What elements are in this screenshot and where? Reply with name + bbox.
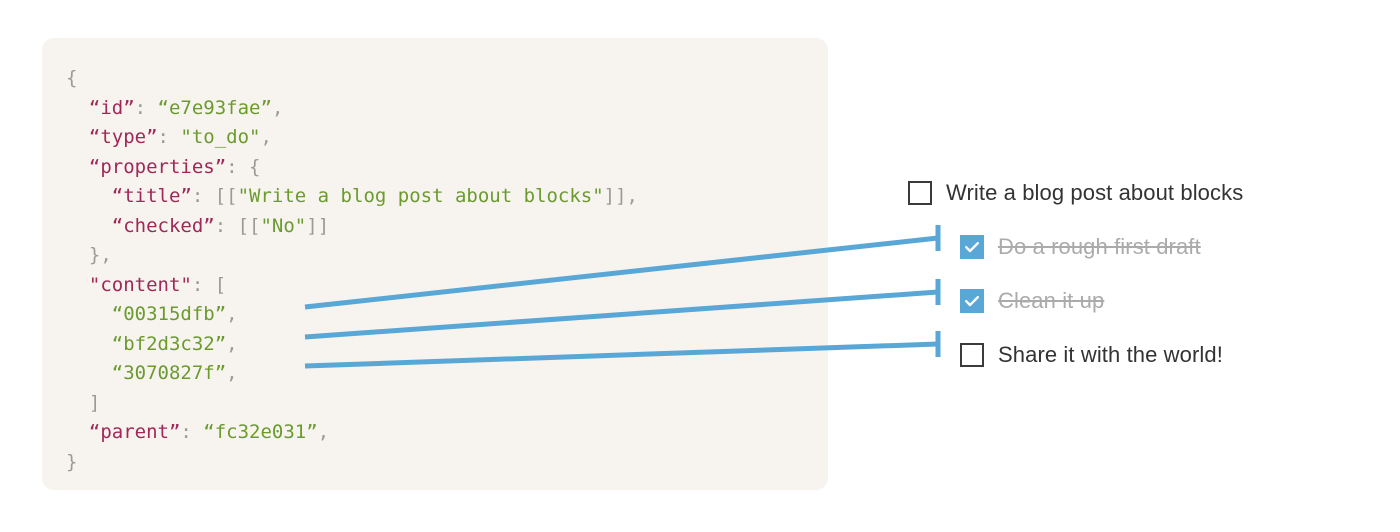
code-token-p: , [271, 96, 284, 119]
code-token-p: , [317, 421, 330, 443]
code-line: “checked”: [["No"]] [66, 212, 638, 242]
todo-item-label: Do a rough first draft [998, 234, 1201, 259]
code-token-p: } [66, 450, 78, 473]
code-line: “bf2d3c32”, [66, 330, 638, 360]
code-line: “id”: “e7e93fae”, [66, 94, 638, 124]
code-line: “title”: [["Write a blog post about bloc… [66, 182, 638, 212]
code-line: “properties”: { [66, 153, 638, 183]
code-token-s: "to_do" [180, 126, 261, 148]
json-code-block: { “id”: “e7e93fae”, “type”: "to_do", “pr… [66, 64, 638, 477]
json-code-panel: { “id”: “e7e93fae”, “type”: "to_do", “pr… [42, 38, 828, 490]
code-token-k: “parent” [88, 421, 181, 443]
code-token-p: { [66, 67, 78, 89]
todo-item-label: Share it with the world! [998, 342, 1223, 367]
code-token-p: : [180, 421, 204, 443]
code-token-p: , [226, 303, 238, 325]
checkbox-unchecked[interactable] [908, 181, 932, 205]
checkmark-icon [965, 296, 979, 307]
code-token-s: “bf2d3c32” [111, 332, 227, 355]
code-line: } [66, 448, 638, 478]
code-token-p: }, [88, 244, 112, 266]
code-token-p: : [ [191, 273, 227, 296]
checkbox-checked[interactable] [960, 235, 984, 259]
todo-item-label: Write a blog post about blocks [946, 180, 1244, 205]
code-token-p: ] [88, 391, 101, 414]
code-line: “parent”: “fc32e031”, [66, 418, 638, 448]
code-token-s: “00315dfb” [111, 303, 227, 325]
code-token-p: , [226, 362, 238, 384]
code-line: }, [66, 241, 638, 271]
code-token-s: “3070827f” [111, 362, 227, 384]
code-token-s: “e7e93fae” [157, 96, 272, 119]
code-line: “type”: "to_do", [66, 123, 638, 153]
code-token-k: “id” [88, 96, 135, 119]
code-line: “3070827f”, [66, 359, 638, 389]
code-token-k: “checked” [111, 214, 215, 237]
checkmark-icon [965, 242, 979, 253]
todo-checklist: Write a blog post about blocks Do a rough… [908, 166, 1328, 382]
code-token-k: “properties” [88, 155, 227, 178]
code-token-p: : [[ [214, 214, 261, 237]
code-token-p: , [260, 126, 272, 148]
code-token-s: "No" [260, 214, 307, 237]
todo-item[interactable]: Clean it up [908, 274, 1328, 328]
code-token-k: "content" [88, 273, 192, 296]
code-token-p: : [[ [191, 185, 238, 207]
todo-item[interactable]: Write a blog post about blocks [908, 166, 1328, 220]
code-token-k: “type” [88, 126, 158, 148]
checkbox-unchecked[interactable] [960, 343, 984, 367]
code-token-p: , [226, 332, 238, 355]
code-line: "content": [ [66, 271, 638, 301]
code-token-s: “fc32e031” [203, 421, 318, 443]
code-token-p: ]], [603, 185, 638, 207]
todo-item[interactable]: Do a rough first draft [908, 220, 1328, 274]
todo-item-label: Clean it up [998, 288, 1105, 313]
checkbox-checked[interactable] [960, 289, 984, 313]
code-token-k: “title” [111, 185, 192, 207]
code-line: { [66, 64, 638, 94]
code-token-p: : { [226, 155, 261, 178]
code-line: “00315dfb”, [66, 300, 638, 330]
code-line: ] [66, 389, 638, 419]
todo-item[interactable]: Share it with the world! [908, 328, 1328, 382]
code-token-p: : [157, 126, 181, 148]
code-token-s: "Write a blog post about blocks" [237, 185, 604, 207]
code-token-p: ]] [306, 214, 330, 237]
code-token-p: : [134, 96, 158, 119]
